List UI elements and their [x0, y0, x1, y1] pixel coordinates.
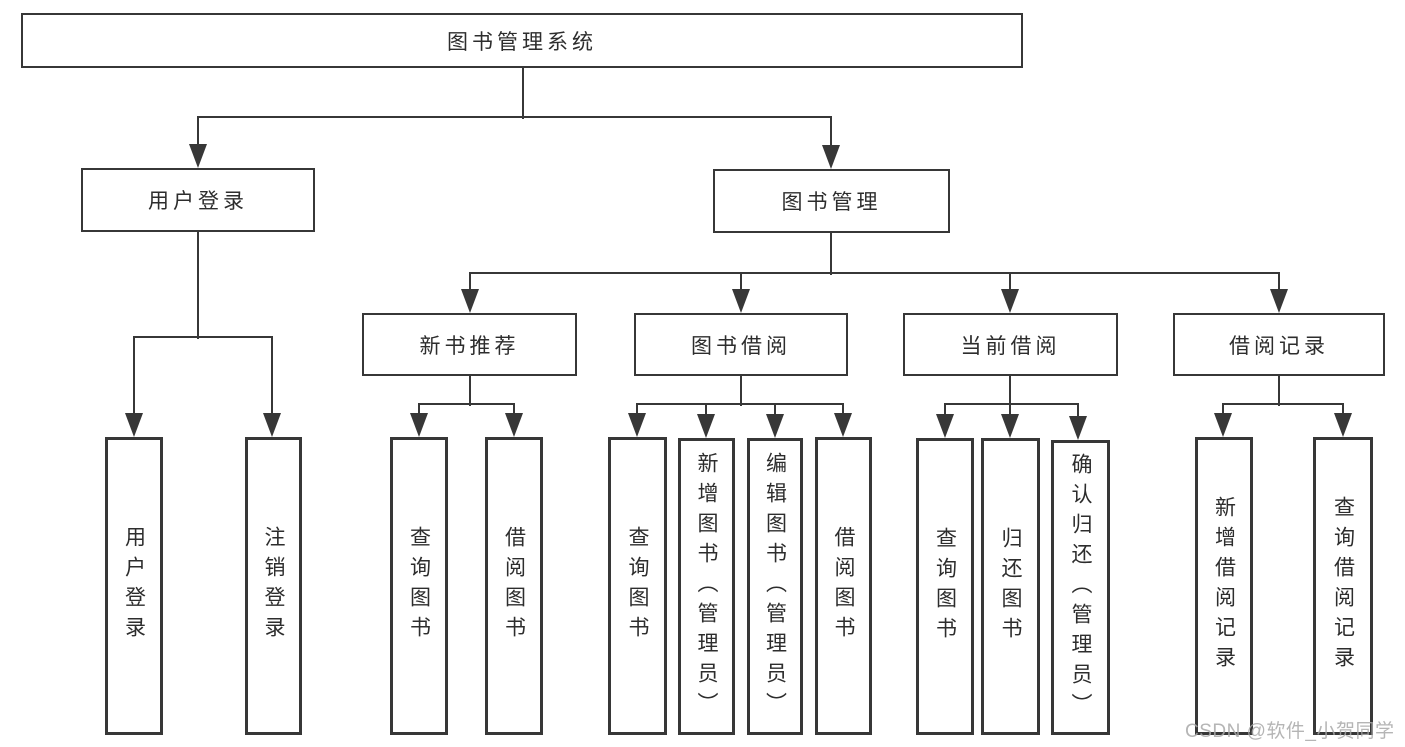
arrowhead-icon — [1001, 414, 1019, 438]
connector-line — [1277, 273, 1281, 289]
arrowhead-icon — [697, 414, 715, 438]
arrowhead-icon — [628, 413, 646, 437]
connector-line — [1277, 376, 1281, 406]
connector-line — [739, 376, 743, 406]
connector-line — [829, 117, 833, 145]
leaf-query-books-borrowing: 查询图书 — [608, 437, 667, 735]
leaf-borrow-books-label: 借阅图书 — [832, 526, 855, 646]
connector-line — [635, 402, 845, 406]
arrowhead-icon — [410, 413, 428, 437]
leaf-borrow-books-recommend-label: 借阅图书 — [502, 526, 526, 646]
connector-line — [1076, 404, 1080, 416]
leaf-borrow-books-recommend: 借阅图书 — [485, 437, 543, 735]
arrowhead-icon — [1069, 416, 1087, 440]
connector-line — [1221, 402, 1345, 406]
leaf-query-books-recommend: 查询图书 — [390, 437, 448, 735]
arrowhead-icon — [766, 414, 784, 438]
leaf-borrow-books: 借阅图书 — [815, 437, 872, 735]
connector-line — [468, 271, 1281, 275]
node-new-book-recommend: 新书推荐 — [362, 313, 577, 376]
leaf-confirm-return-admin: 确认归还（管理员） — [1051, 440, 1110, 735]
leaf-edit-books-admin: 编辑图书（管理员） — [747, 438, 803, 735]
node-new-book-recommend-label: 新书推荐 — [419, 334, 520, 358]
node-borrow-records: 借阅记录 — [1173, 313, 1385, 376]
connector-line — [829, 233, 833, 275]
arrowhead-icon — [1214, 413, 1232, 437]
connector-line — [521, 68, 525, 119]
leaf-add-books-admin: 新增图书（管理员） — [678, 438, 735, 735]
connector-line — [270, 337, 274, 413]
arrowhead-icon — [1270, 289, 1288, 313]
leaf-query-books-borrowing-label: 查询图书 — [626, 526, 649, 646]
node-book-borrowing-label: 图书借阅 — [691, 334, 791, 358]
arrowhead-icon — [263, 413, 281, 437]
arrowhead-icon — [834, 413, 852, 437]
connector-line — [773, 404, 777, 414]
leaf-query-books-current: 查询图书 — [916, 438, 974, 735]
leaf-add-borrow-record: 新增借阅记录 — [1195, 437, 1253, 735]
leaf-logout: 注销登录 — [245, 437, 302, 735]
node-current-borrowing-label: 当前借阅 — [960, 334, 1061, 358]
connector-line — [943, 402, 1080, 406]
leaf-add-borrow-record-label: 新增借阅记录 — [1212, 496, 1236, 676]
connector-line — [417, 404, 421, 413]
leaf-user-login-label: 用户登录 — [122, 526, 146, 646]
leaf-query-books-current-label: 查询图书 — [933, 526, 957, 647]
node-root-label: 图书管理系统 — [447, 30, 597, 54]
leaf-add-books-admin-label: 新增图书（管理员） — [695, 451, 718, 722]
connector-line — [196, 117, 200, 144]
connector-line — [1008, 404, 1012, 414]
connector-line — [196, 232, 200, 339]
connector-line — [943, 404, 947, 414]
leaf-query-borrow-record-label: 查询借阅记录 — [1331, 496, 1355, 676]
connector-line — [468, 376, 472, 406]
arrowhead-icon — [125, 413, 143, 437]
connector-line — [739, 273, 743, 289]
node-user-login: 用户登录 — [81, 168, 315, 232]
node-current-borrowing: 当前借阅 — [903, 313, 1118, 376]
leaf-logout-label: 注销登录 — [262, 526, 285, 646]
leaf-query-borrow-record: 查询借阅记录 — [1313, 437, 1373, 735]
arrowhead-icon — [505, 413, 523, 437]
connector-line — [704, 404, 708, 414]
arrowhead-icon — [1334, 413, 1352, 437]
connector-line — [841, 404, 845, 413]
watermark: CSDN @软件_小贺同学 — [1185, 721, 1395, 742]
connector-line — [468, 273, 472, 289]
connector-line — [635, 404, 639, 413]
arrowhead-icon — [936, 414, 954, 438]
node-user-login-label: 用户登录 — [148, 190, 248, 213]
arrowhead-icon — [461, 289, 479, 313]
node-root: 图书管理系统 — [21, 13, 1023, 68]
leaf-return-books-label: 归还图书 — [999, 526, 1022, 647]
node-borrow-records-label: 借阅记录 — [1229, 334, 1329, 358]
connector-line — [132, 337, 136, 413]
leaf-confirm-return-admin-label: 确认归还（管理员） — [1069, 452, 1092, 723]
connector-line — [512, 404, 516, 413]
connector-line — [132, 335, 274, 339]
leaf-edit-books-admin-label: 编辑图书（管理员） — [763, 451, 787, 722]
node-book-borrowing: 图书借阅 — [634, 313, 848, 376]
leaf-query-books-recommend-label: 查询图书 — [407, 526, 431, 646]
connector-line — [1221, 404, 1225, 413]
arrowhead-icon — [822, 145, 840, 169]
leaf-user-login: 用户登录 — [105, 437, 163, 735]
node-book-management: 图书管理 — [713, 169, 950, 233]
arrowhead-icon — [189, 144, 207, 168]
connector-line — [1008, 376, 1012, 406]
connector-line — [417, 402, 516, 406]
connector-line — [196, 115, 833, 119]
connector-line — [1341, 404, 1345, 413]
leaf-return-books: 归还图书 — [981, 438, 1040, 735]
node-book-management-label: 图书管理 — [781, 191, 882, 214]
arrowhead-icon — [1001, 289, 1019, 313]
connector-line — [1008, 273, 1012, 289]
arrowhead-icon — [732, 289, 750, 313]
